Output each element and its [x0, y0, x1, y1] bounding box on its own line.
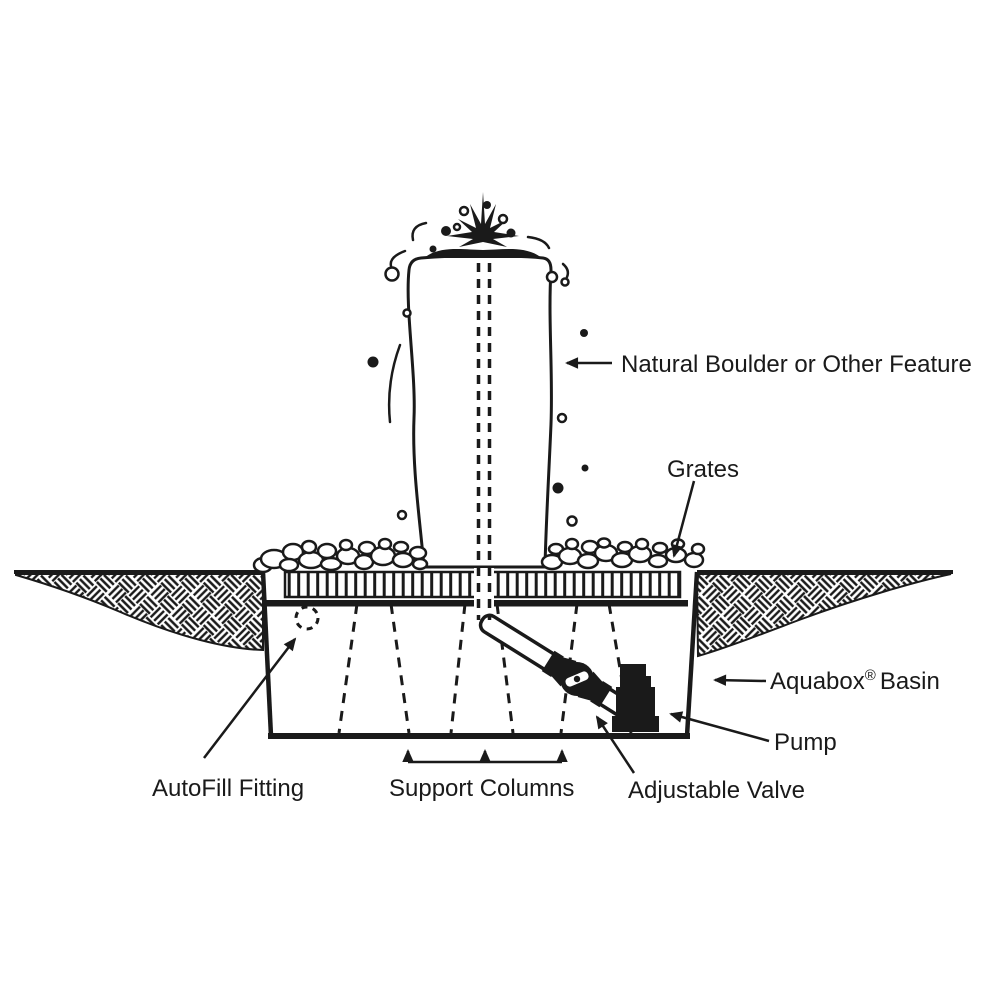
leader-lines — [203, 357, 770, 774]
label-natural-boulder: Natural Boulder or Other Feature — [621, 351, 972, 378]
water-splash — [424, 192, 542, 258]
autofill-fitting — [294, 605, 320, 631]
arrow-adjustable-valve — [595, 715, 636, 774]
arrow-pump — [669, 711, 770, 743]
arrow-autofill — [203, 637, 297, 759]
feed-line-dashed — [474, 263, 494, 620]
water-droplets — [367, 201, 589, 527]
ground-left — [14, 570, 264, 652]
label-grates: Grates — [667, 456, 739, 483]
label-autofill: AutoFill Fitting — [152, 775, 304, 802]
support-columns-bracket — [402, 749, 568, 764]
rocks-left — [252, 537, 429, 574]
label-support-columns: Support Columns — [389, 775, 574, 802]
label-pump: Pump — [774, 729, 837, 756]
label-adjustable-valve: Adjustable Valve — [628, 777, 805, 804]
label-aquabox-basin: Aquabox®Basin — [770, 667, 940, 695]
ground-right — [695, 570, 953, 658]
basin-wall-left — [260, 571, 274, 737]
arrow-aquabox-basin — [713, 674, 767, 686]
support-column — [337, 602, 411, 734]
rocks-right — [540, 537, 706, 571]
arrow-grates — [671, 480, 696, 558]
basin-wall-right — [684, 571, 700, 737]
pump — [612, 664, 659, 732]
adjustable-valve — [541, 650, 613, 708]
